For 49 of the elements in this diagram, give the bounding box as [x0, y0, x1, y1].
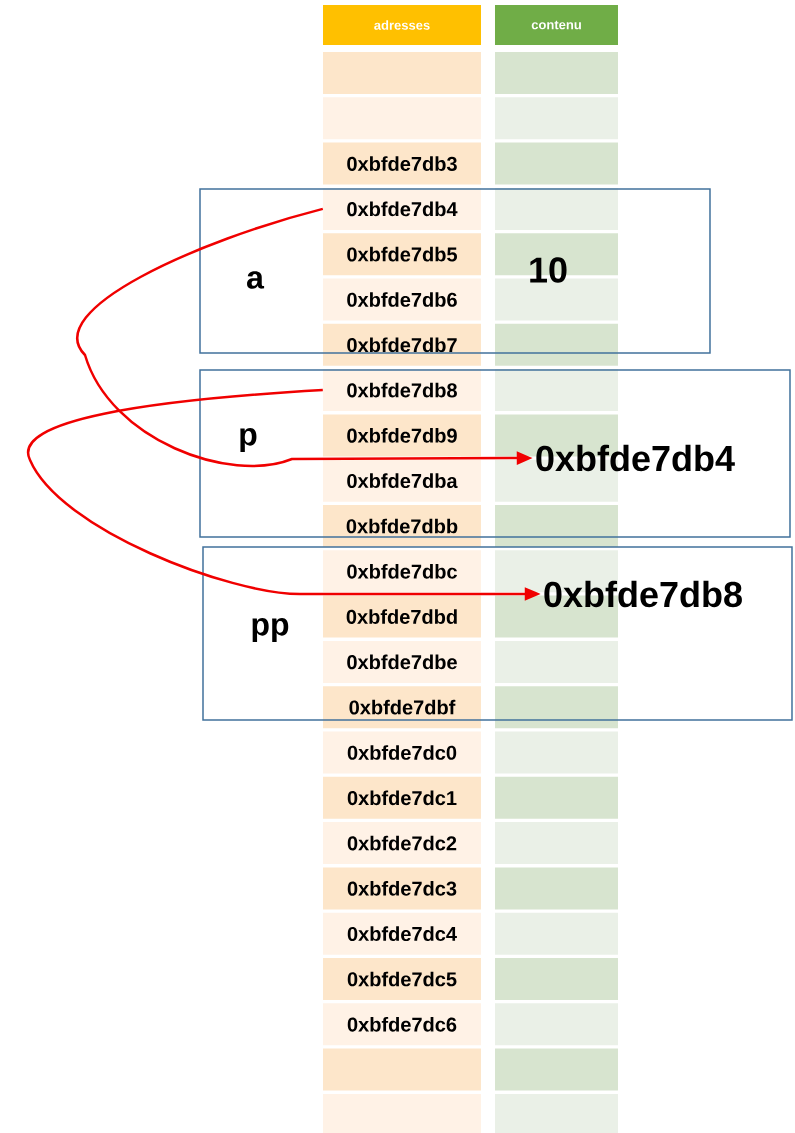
content-cell: [495, 776, 618, 819]
content-cell: [495, 142, 618, 185]
content-cell: [495, 187, 618, 230]
content-cell: [495, 1003, 618, 1046]
address-cell: 0xbfde7db9: [323, 414, 481, 457]
address-cell: 0xbfde7dbc: [323, 550, 481, 593]
address-cell: 0xbfde7dbf: [323, 686, 481, 729]
value-text: 0xbfde7db8: [544, 580, 742, 608]
content-cell: [495, 1093, 618, 1133]
address-cell: [323, 52, 481, 94]
address-cell: 0xbfde7dc2: [323, 822, 481, 865]
address-cell: 0xbfde7dbb: [323, 505, 481, 547]
content-cell: [495, 640, 618, 683]
address-cell: 0xbfde7dc5: [323, 958, 481, 1000]
node-label: 0xbfde7dc6: [347, 1016, 457, 1032]
address-cell: [323, 1048, 481, 1091]
address-cell: 0xbfde7dc4: [323, 912, 481, 955]
content-cell: [495, 686, 618, 729]
address-cell: 0xbfde7dbe: [323, 640, 481, 683]
content-cell: [495, 1048, 618, 1091]
address-cell: 0xbfde7db8: [323, 369, 481, 412]
address-cell: 0xbfde7dba: [323, 459, 481, 502]
address-cell: 0xbfde7db3: [323, 142, 481, 185]
address-cell: 0xbfde7dc1: [323, 776, 481, 819]
address-cell: 0xbfde7db4: [323, 187, 481, 230]
address-cell: 0xbfde7db5: [323, 233, 481, 276]
address-cell: [323, 97, 481, 140]
address-cell: [323, 1093, 481, 1133]
address-cell: 0xbfde7db6: [323, 278, 481, 321]
content-cell: [495, 52, 618, 94]
node-label: 0xbfde7dc4: [347, 926, 457, 942]
content-cell: [495, 867, 618, 910]
content-cell: [495, 97, 618, 140]
column-header: contenu: [495, 5, 618, 45]
column-header: adresses: [323, 5, 481, 45]
content-cell: [495, 505, 618, 547]
address-cell: 0xbfde7dc6: [323, 1003, 481, 1046]
content-cell: [495, 958, 618, 1000]
content-cell: [495, 731, 618, 774]
address-cell: 0xbfde7dc3: [323, 867, 481, 910]
value-text: 10: [530, 257, 567, 283]
address-cell: 0xbfde7db7: [323, 323, 481, 366]
content-cell: [495, 323, 618, 366]
content-cell: [495, 912, 618, 955]
address-cell: 0xbfde7dc0: [323, 731, 481, 774]
content-cell: [495, 369, 618, 412]
content-cell: [495, 822, 618, 865]
address-cell: 0xbfde7dbd: [323, 595, 481, 638]
value-text: 0xbfde7db4: [536, 444, 735, 472]
